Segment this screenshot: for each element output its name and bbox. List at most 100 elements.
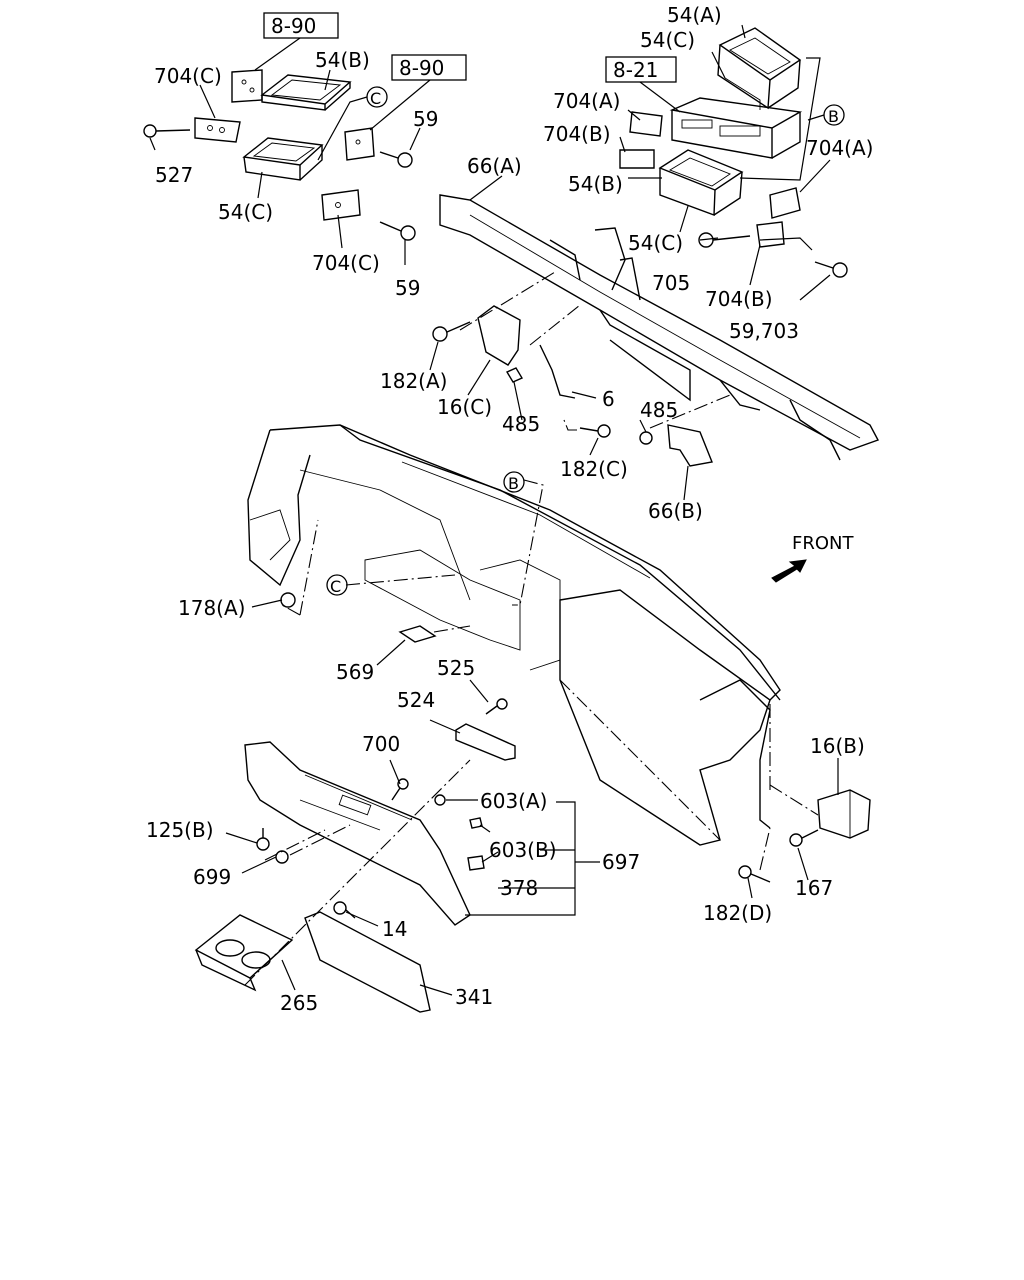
label-16c: 16(C): [437, 395, 492, 419]
label-704a-right: 704(A): [806, 136, 873, 160]
screw-525: [485, 698, 508, 715]
clip-378: [467, 855, 485, 871]
bolt-182d: [738, 865, 771, 883]
label-6: 6: [602, 387, 615, 411]
cup-holder-265: [194, 914, 294, 992]
bolt-182a: [432, 321, 471, 342]
label-54c-right: 54(C): [640, 28, 695, 52]
ref-box-8-21-label: 8-21: [613, 58, 658, 82]
label-66b: 66(B): [648, 499, 703, 523]
front-label: FRONT: [792, 533, 854, 554]
front-arrow-icon: [771, 559, 807, 583]
label-378: 378: [500, 876, 538, 900]
instrument-panel-body: [247, 424, 781, 846]
label-14: 14: [382, 917, 407, 941]
panel-524: [455, 723, 516, 761]
cross-car-beam-66a: [439, 194, 879, 461]
label-704c-top: 704(C): [154, 64, 222, 88]
screw-14: [333, 901, 356, 919]
label-485-right: 485: [640, 398, 678, 422]
label-167: 167: [795, 876, 833, 900]
bracket-704b-right: [756, 221, 785, 248]
clip-569: [398, 625, 437, 643]
callout-labels: 704(C) 54(B) 527 54(C) 59 704(C) 59 54(A…: [146, 3, 873, 1015]
label-603a: 603(A): [480, 789, 547, 813]
bolt-182c: [579, 424, 611, 438]
clip-125b: [256, 828, 270, 851]
screw-59-lower: [379, 221, 416, 241]
nut-485-left: [505, 367, 524, 383]
label-569: 569: [336, 660, 374, 684]
pocket-54b-top: [260, 74, 352, 111]
ref-box-8-90-top[interactable]: 8-90: [263, 12, 339, 39]
bracket-704c-mid: [321, 189, 361, 221]
lower-panel-697: [244, 741, 471, 926]
ref-box-8-90-top-label: 8-90: [271, 14, 316, 38]
bracket-704a-left: [629, 111, 663, 137]
label-527: 527: [155, 163, 193, 187]
label-603b: 603(B): [489, 838, 557, 862]
clip-603a: [434, 794, 446, 806]
leader-lines: [149, 24, 839, 996]
clip-699: [275, 850, 289, 864]
label-59-upper: 59: [413, 107, 438, 131]
label-66a: 66(A): [467, 154, 522, 178]
circle-marker-b-top-label: B: [828, 107, 839, 126]
label-178a: 178(A): [178, 596, 245, 620]
bracket-6: [539, 344, 576, 399]
ref-box-8-90-mid-label: 8-90: [399, 56, 444, 80]
label-704c-mid: 704(C): [312, 251, 380, 275]
screw-705: [698, 232, 751, 248]
circle-marker-b-panel: B: [503, 471, 525, 493]
circle-marker-c-top: C: [366, 86, 388, 108]
nut-178a: [280, 592, 296, 608]
label-54a: 54(A): [667, 3, 722, 27]
label-704a-left: 704(A): [553, 89, 620, 113]
duct-16c: [477, 305, 521, 366]
bracket-704b-left: [619, 149, 655, 169]
bolt-167: [789, 829, 819, 847]
label-125b: 125(B): [146, 818, 214, 842]
circle-marker-b-panel-label: B: [508, 474, 519, 493]
label-16b: 16(B): [810, 734, 865, 758]
label-265: 265: [280, 991, 318, 1015]
nut-485-right: [639, 431, 653, 445]
label-524: 524: [397, 688, 435, 712]
label-525: 525: [437, 656, 475, 680]
cover-341: [304, 911, 431, 1013]
label-54b-right: 54(B): [568, 172, 623, 196]
pocket-54b-right: [658, 149, 744, 216]
circle-marker-c-panel: C: [326, 574, 348, 596]
screw-527: [143, 124, 191, 138]
circle-marker-b-top: B: [823, 104, 845, 126]
ref-box-8-21[interactable]: 8-21: [605, 56, 677, 83]
pocket-54c-left: [242, 137, 324, 181]
audio-unit: [669, 97, 803, 159]
label-341: 341: [455, 985, 493, 1009]
screw-59-upper: [379, 151, 413, 168]
bracket-66b: [667, 424, 713, 467]
label-697: 697: [602, 850, 640, 874]
label-700: 700: [362, 732, 400, 756]
label-54b-top: 54(B): [315, 48, 370, 72]
circle-marker-c-panel-label: C: [330, 577, 341, 596]
label-59-703: 59,703: [729, 319, 799, 343]
bracket-704a-right: [769, 187, 801, 219]
label-704b-left: 704(B): [543, 122, 611, 146]
bracket-704c-top: [194, 117, 241, 143]
ref-box-8-90-mid[interactable]: 8-90: [391, 54, 467, 81]
pocket-54a: [717, 27, 802, 110]
front-direction-indicator: FRONT: [771, 533, 854, 583]
bracket-near-59: [344, 127, 375, 161]
clip-603b: [469, 817, 483, 829]
label-54c-left: 54(C): [218, 200, 273, 224]
label-704b-right: 704(B): [705, 287, 773, 311]
screw-700: [391, 778, 409, 801]
circle-marker-c-top-label: C: [370, 89, 381, 108]
label-485-left: 485: [502, 412, 540, 436]
label-182c: 182(C): [560, 457, 628, 481]
screw-59-703: [814, 261, 848, 278]
label-182a: 182(A): [380, 369, 447, 393]
bracket-top-small: [231, 69, 263, 103]
